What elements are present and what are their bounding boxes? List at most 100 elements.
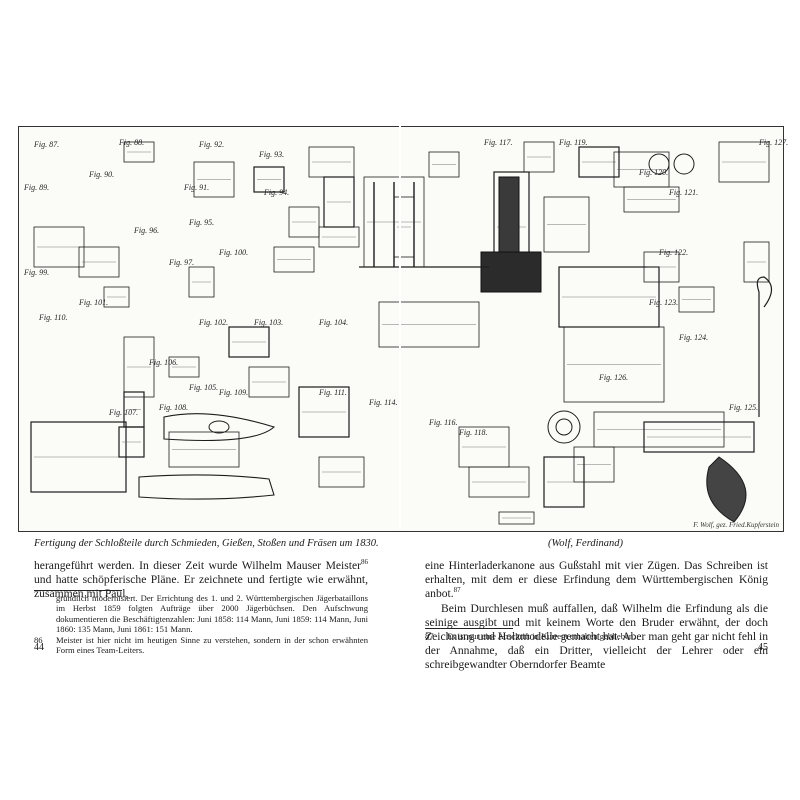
engraved-part <box>123 336 155 398</box>
page-gutter <box>399 126 401 530</box>
engraved-part <box>228 326 270 358</box>
figure-label: Fig. 125. <box>728 403 758 412</box>
footnote-87: 87 Es ist nur eine Abschrift in Kurrent … <box>425 631 768 641</box>
figure-label: Fig. 108. <box>158 403 188 412</box>
engraved-part <box>253 166 285 193</box>
engraved-dial-inner <box>555 418 573 436</box>
figure-label: Fig. 103. <box>253 318 283 327</box>
engraved-part <box>168 431 240 468</box>
figure-label: Fig. 88. <box>118 138 144 147</box>
engraving-illustration: Fig. 87. Fig. 88. Fig. 92. Fig. 93. Fig. 89.… <box>23 138 788 525</box>
figure-label: Fig. 93. <box>258 150 284 159</box>
engraved-part <box>188 266 215 298</box>
figure-label: Fig. 90. <box>88 170 114 179</box>
figure-label: Fig. 121. <box>668 188 698 197</box>
figure-label: Fig. 122. <box>658 248 688 257</box>
engraved-part <box>273 246 315 273</box>
right-body-text: eine Hinterladerkanone aus Gußstahl mit … <box>425 559 768 673</box>
figure-credit: (Wolf, Ferdinand) <box>548 538 624 549</box>
engraved-part <box>318 456 365 488</box>
figure-label: Fig. 110. <box>38 313 68 322</box>
figure-label: Fig. 87. <box>33 140 59 149</box>
engraved-file <box>138 474 275 500</box>
body-text-span: herangeführt werden. In dieser Zeit wurd… <box>34 559 361 572</box>
figure-label: Fig. 127. <box>758 138 788 147</box>
engraving-plate: Fig. 87. Fig. 88. Fig. 92. Fig. 93. Fig. 89.… <box>18 126 788 532</box>
engraved-part <box>498 511 535 525</box>
engraved-hook <box>756 276 773 417</box>
left-body-text: herangeführt werden. In dieser Zeit wurd… <box>34 559 368 602</box>
engraved-part <box>563 326 665 403</box>
footnote-rule-left <box>34 590 122 591</box>
figure-label: Fig. 118. <box>458 428 488 437</box>
figure-label: Fig. 126. <box>598 373 628 382</box>
engraved-ring <box>648 153 670 175</box>
figure-label: Fig. 105. <box>188 383 218 392</box>
figure-label: Fig. 119. <box>558 138 588 147</box>
figure-label: Fig. 109. <box>218 388 248 397</box>
engraved-part <box>543 456 585 508</box>
figure-label: Fig. 92. <box>198 140 224 149</box>
engraved-wrench <box>163 413 276 442</box>
figure-label: Fig. 91. <box>183 183 209 192</box>
figure-label: Fig. 117. <box>483 138 513 147</box>
engraved-part <box>378 301 480 348</box>
engraved-part <box>643 421 755 453</box>
engraved-part <box>623 186 680 213</box>
engraved-part <box>288 206 320 238</box>
figure-label: Fig. 116. <box>428 418 458 427</box>
engraved-bolt <box>208 420 230 434</box>
figure-label: Fig. 106. <box>148 358 178 367</box>
engraved-part <box>248 366 290 398</box>
figure-label: Fig. 89. <box>23 183 49 192</box>
right-footnotes: 87 Es ist nur eine Abschrift in Kurrent … <box>425 631 768 641</box>
engraved-part <box>678 286 715 313</box>
engraved-vise-block <box>480 251 542 293</box>
figure-label: Fig. 123. <box>648 298 678 307</box>
figure-label: Fig. 100. <box>218 248 248 257</box>
footnote-number: 87 <box>425 631 434 641</box>
engraved-dial <box>547 410 581 444</box>
engraved-part <box>573 446 615 483</box>
footnote-number: 86 <box>34 634 43 645</box>
page-number-right: 45 <box>758 642 768 653</box>
engraved-part <box>298 386 350 438</box>
footnote-text: Es ist nur eine Abschrift in Kurrent erh… <box>447 631 636 641</box>
engraved-ring <box>673 153 695 175</box>
figure-label: Fig. 95. <box>188 218 214 227</box>
engraver-signature: F. Wolf, gez. Fried.Kupferstein <box>693 521 779 529</box>
figure-label: Fig. 111. <box>318 388 347 397</box>
figure-label: Fig. 120. <box>638 168 668 177</box>
footnote-rule-right <box>425 628 513 629</box>
engraved-part <box>593 411 725 448</box>
engraved-part <box>743 241 770 283</box>
engraved-part <box>193 161 235 198</box>
engraved-part <box>168 356 200 378</box>
figure-label: Fig. 97. <box>168 258 194 267</box>
engraved-part <box>318 226 360 248</box>
footnote-ref-86: 86 <box>361 558 368 567</box>
figure-label: Fig. 96. <box>133 226 159 235</box>
engraved-part <box>78 246 120 278</box>
paragraph-1: eine Hinterladerkanone aus Gußstahl mit … <box>425 559 768 601</box>
left-footnotes: gründlich modernisiert. Der Errichtung d… <box>34 593 368 655</box>
figure-label: Fig. 107. <box>108 408 138 417</box>
page-number-left: 44 <box>34 642 44 653</box>
footnote-ref-87: 87 <box>453 586 461 595</box>
footnote-continuation: gründlich modernisiert. Der Errichtung d… <box>34 593 368 635</box>
engraved-part <box>103 286 130 308</box>
footnote-text: gründlich modernisiert. Der Errichtung d… <box>56 593 368 635</box>
engraved-part <box>123 141 155 163</box>
engraved-part <box>643 251 680 283</box>
paragraph-2: Beim Durchlesen muß auffallen, daß Wilhe… <box>425 601 768 672</box>
engraved-part <box>543 196 590 253</box>
engraved-part <box>578 146 620 178</box>
figure-label: Fig. 99. <box>23 268 49 277</box>
figure-label: Fig. 102. <box>198 318 228 327</box>
footnote-text: Meister ist hier nicht im heutigen Sinne… <box>56 634 368 656</box>
figure-label: Fig. 94. <box>263 188 289 197</box>
figure-label: Fig. 114. <box>368 398 398 407</box>
engraved-vise-jaw <box>498 176 520 253</box>
engraved-part <box>123 391 145 428</box>
engraved-part <box>718 141 770 183</box>
